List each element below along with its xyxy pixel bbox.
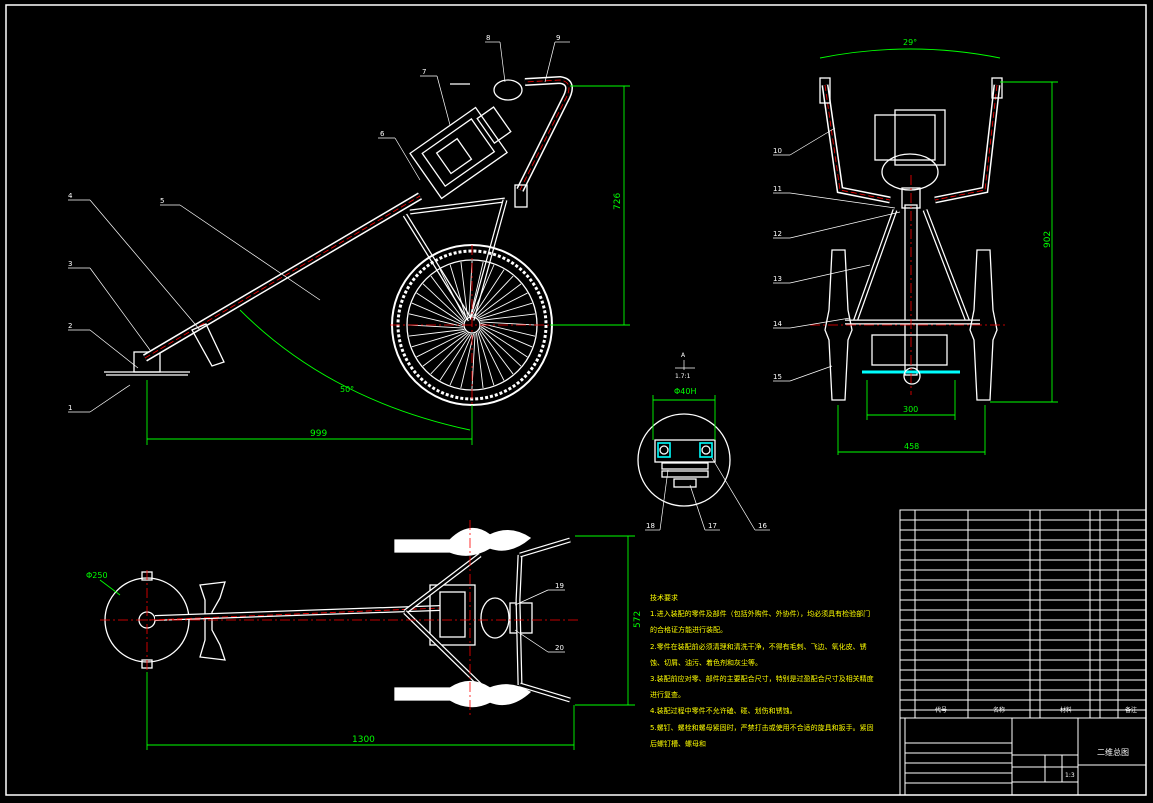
- note-line: 的合格证方能进行装配。: [650, 626, 727, 635]
- note-line: 进行复查。: [650, 691, 685, 700]
- drawing-title: 二维总图: [1097, 747, 1129, 757]
- part-label-1: 1: [68, 404, 72, 412]
- wheel-spoke: [471, 333, 476, 390]
- detail-label: A: [681, 352, 686, 359]
- top-length-dim: 1300: [352, 735, 375, 745]
- part-label-5: 5: [160, 197, 164, 205]
- wheel-spoke: [416, 331, 467, 358]
- tb-col-remark: 备注: [1125, 706, 1137, 714]
- wheel-spoke: [480, 324, 533, 348]
- front-width-dim: 458: [904, 442, 919, 451]
- wheel-spoke: [480, 327, 522, 367]
- side-height-dim: 726: [613, 193, 623, 210]
- front-track-dim: 300: [903, 405, 918, 414]
- wheel-spoke: [479, 329, 514, 375]
- wheel-spoke: [460, 333, 475, 389]
- side-dimensions: [146, 85, 630, 445]
- part-label-9: 9: [556, 34, 560, 42]
- wheel-spoke: [478, 330, 505, 381]
- wheel-spoke: [439, 269, 466, 320]
- note-line: 蚀、切屑、油污、着色剂和灰尘等。: [650, 658, 762, 667]
- wheel-spoke: [479, 313, 536, 321]
- top-view: [104, 528, 571, 708]
- front-height-dim: 902: [1043, 231, 1053, 248]
- part-label-14: 14: [773, 320, 782, 328]
- wheel-spoke: [480, 322, 536, 337]
- part-label-8: 8: [486, 34, 490, 42]
- wheel-spoke: [471, 264, 495, 317]
- wheel-spoke: [480, 321, 537, 326]
- top-dimensions: [99, 535, 635, 750]
- front-angle-dim: 29°: [903, 38, 917, 47]
- notes-title: 技术要求: [650, 594, 678, 602]
- wheel-spoke: [411, 302, 464, 326]
- note-line: 1.进入装配的零件及部件（包括外购件、外协件），均必须具有检验部门: [650, 610, 871, 619]
- wheel-spoke: [408, 329, 465, 337]
- wheel-spoke: [460, 261, 468, 318]
- part-label-11: 11: [773, 185, 782, 193]
- wheel-spoke: [439, 333, 471, 381]
- wheel-spoke: [480, 326, 528, 358]
- wheel-spoke: [473, 269, 505, 317]
- part-label-2: 2: [68, 322, 72, 330]
- wheel-spoke: [430, 275, 465, 321]
- wheel-spoke: [416, 292, 464, 324]
- wheel-spoke: [449, 333, 473, 386]
- wheel-spoke: [408, 313, 464, 328]
- wheel-spoke: [476, 283, 522, 318]
- note-line: 后螺钉槽、螺母和: [650, 739, 706, 748]
- part-label-12: 12: [773, 230, 782, 238]
- tb-col-name: 名称: [993, 706, 1005, 714]
- detail-scale: 1.7:1: [675, 373, 691, 380]
- note-line: 2.零件在装配前必须清理和清洗干净，不得有毛刺、飞边、氧化皮、锈: [650, 642, 867, 651]
- part-label-6: 6: [380, 130, 385, 138]
- front-view: [819, 77, 1003, 401]
- technical-requirements: 技术要求 1.进入装配的零件及部件（包括外购件、外协件），均必须具有检验部门的合…: [650, 590, 882, 752]
- top-diameter-dim: Φ250: [86, 571, 108, 580]
- part-label-10: 10: [773, 147, 782, 155]
- wheel-spoke: [422, 283, 464, 323]
- front-dimensions: [819, 48, 1058, 455]
- wheel-spoke: [477, 292, 528, 319]
- title-block: [899, 509, 1147, 796]
- wheel-spoke: [468, 260, 473, 317]
- wheel-spoke: [449, 264, 467, 319]
- wheel-spoke: [477, 331, 495, 386]
- note-line: 4.装配过程中零件不允许磕、碰、划伤和锈蚀。: [650, 707, 797, 716]
- tb-scale: 1:3: [1065, 772, 1075, 779]
- wheel-spoke: [411, 330, 466, 348]
- wheel-spoke: [422, 332, 468, 367]
- wheel-spoke: [430, 333, 470, 375]
- part-label-3: 3: [68, 260, 72, 268]
- part-label-16: 16: [758, 522, 767, 530]
- part-label-13: 13: [773, 275, 782, 283]
- detail-view-a: [637, 413, 731, 507]
- note-line: 5.螺钉、螺栓和螺母紧固时，严禁打击或使用不合适的旋具和扳手。紧固: [650, 723, 874, 732]
- side-view: [104, 75, 573, 406]
- top-width-dim: 572: [633, 611, 643, 628]
- detail-width-dim: Φ40H: [674, 387, 697, 396]
- side-length-dim: 999: [310, 429, 327, 439]
- wheel-spoke: [474, 275, 514, 317]
- drawing-frame: [5, 4, 1147, 796]
- tb-col-material: 材料: [1060, 706, 1072, 714]
- wheel-spoke: [469, 261, 484, 317]
- tb-col-code: 代号: [935, 706, 947, 714]
- part-label-7: 7: [422, 68, 426, 76]
- wheel-spoke: [478, 302, 533, 320]
- wheel-spoke: [407, 324, 464, 329]
- wheel-spoke: [476, 332, 484, 389]
- side-angle-dim: 50°: [340, 385, 354, 394]
- part-label-18: 18: [646, 522, 655, 530]
- part-label-19: 19: [555, 582, 564, 590]
- note-line: 3.装配前应对零、部件的主要配合尺寸，特别是过盈配合尺寸及相关精度: [650, 675, 874, 684]
- part-label-17: 17: [708, 522, 717, 530]
- part-label-4: 4: [68, 192, 73, 200]
- part-label-20: 20: [555, 644, 564, 652]
- part-label-15: 15: [773, 373, 782, 381]
